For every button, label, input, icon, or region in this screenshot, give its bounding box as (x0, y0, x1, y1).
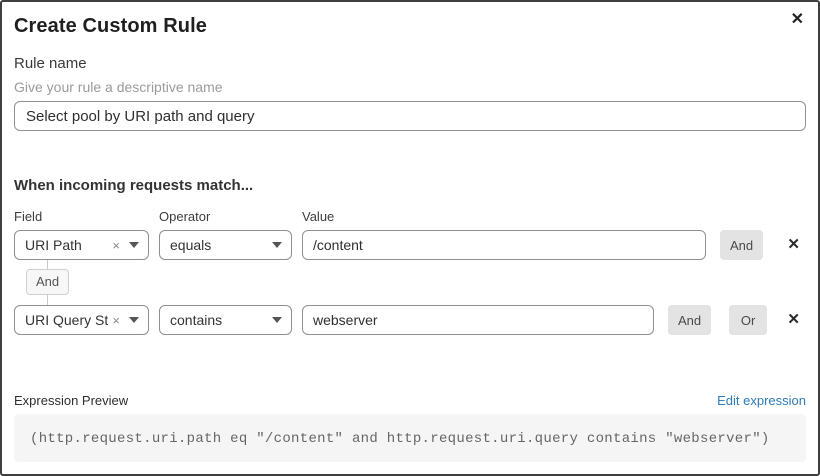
value-input-1[interactable] (302, 230, 706, 260)
match-heading: When incoming requests match... (14, 177, 254, 194)
rule-name-helper: Give your rule a descriptive name (14, 79, 223, 95)
rule-name-input[interactable] (14, 101, 806, 131)
and-connector-badge: And (26, 269, 70, 295)
value-column-label: Value (302, 209, 335, 224)
expression-code-block: (http.request.uri.path eq "/content" and… (14, 414, 806, 462)
clear-selection-icon[interactable]: × (112, 237, 120, 253)
clear-selection-icon[interactable]: × (112, 312, 120, 328)
expression-preview-header: Expression Preview Edit expression (14, 393, 806, 409)
field-column-label: Field (14, 209, 43, 224)
field-select-1-value: URI Path (25, 237, 82, 253)
close-icon[interactable]: ✕ (787, 8, 808, 32)
chevron-down-icon (129, 242, 139, 248)
operator-column-label: Operator (159, 209, 211, 224)
page-title: Create Custom Rule (14, 15, 207, 37)
condition-row-2: URI Query St... × contains And Or ✕ (14, 305, 806, 335)
operator-select-2-value: contains (170, 312, 223, 328)
operator-select-1-value: equals (170, 237, 212, 253)
connector-line (47, 295, 48, 305)
remove-condition-icon-1[interactable]: ✕ (787, 236, 800, 253)
expression-code: (http.request.uri.path eq "/content" and… (30, 431, 770, 447)
column-labels-row: Field Operator Value (14, 209, 806, 225)
edit-expression-link[interactable]: Edit expression (717, 393, 806, 408)
expression-preview-label: Expression Preview (14, 393, 129, 408)
chevron-down-icon (129, 317, 139, 323)
chevron-down-icon (272, 317, 282, 323)
chevron-down-icon (272, 242, 282, 248)
and-button-1[interactable]: And (720, 230, 764, 260)
connector-line (47, 260, 48, 269)
operator-select-1[interactable]: equals (159, 230, 292, 260)
rule-name-label: Rule name (14, 55, 87, 72)
operator-select-2[interactable]: contains (159, 305, 292, 335)
and-button-2[interactable]: And (668, 305, 712, 335)
or-button-2[interactable]: Or (729, 305, 768, 335)
condition-connector: And (14, 260, 806, 305)
modal-content: Create Custom Rule Rule name Give your r… (2, 12, 818, 462)
field-select-2-value: URI Query St... (25, 312, 109, 328)
condition-row-1: URI Path × equals And ✕ (14, 230, 806, 260)
field-select-2[interactable]: URI Query St... × (14, 305, 149, 335)
field-select-1[interactable]: URI Path × (14, 230, 149, 260)
value-input-2[interactable] (302, 305, 654, 335)
remove-condition-icon-2[interactable]: ✕ (787, 311, 800, 328)
